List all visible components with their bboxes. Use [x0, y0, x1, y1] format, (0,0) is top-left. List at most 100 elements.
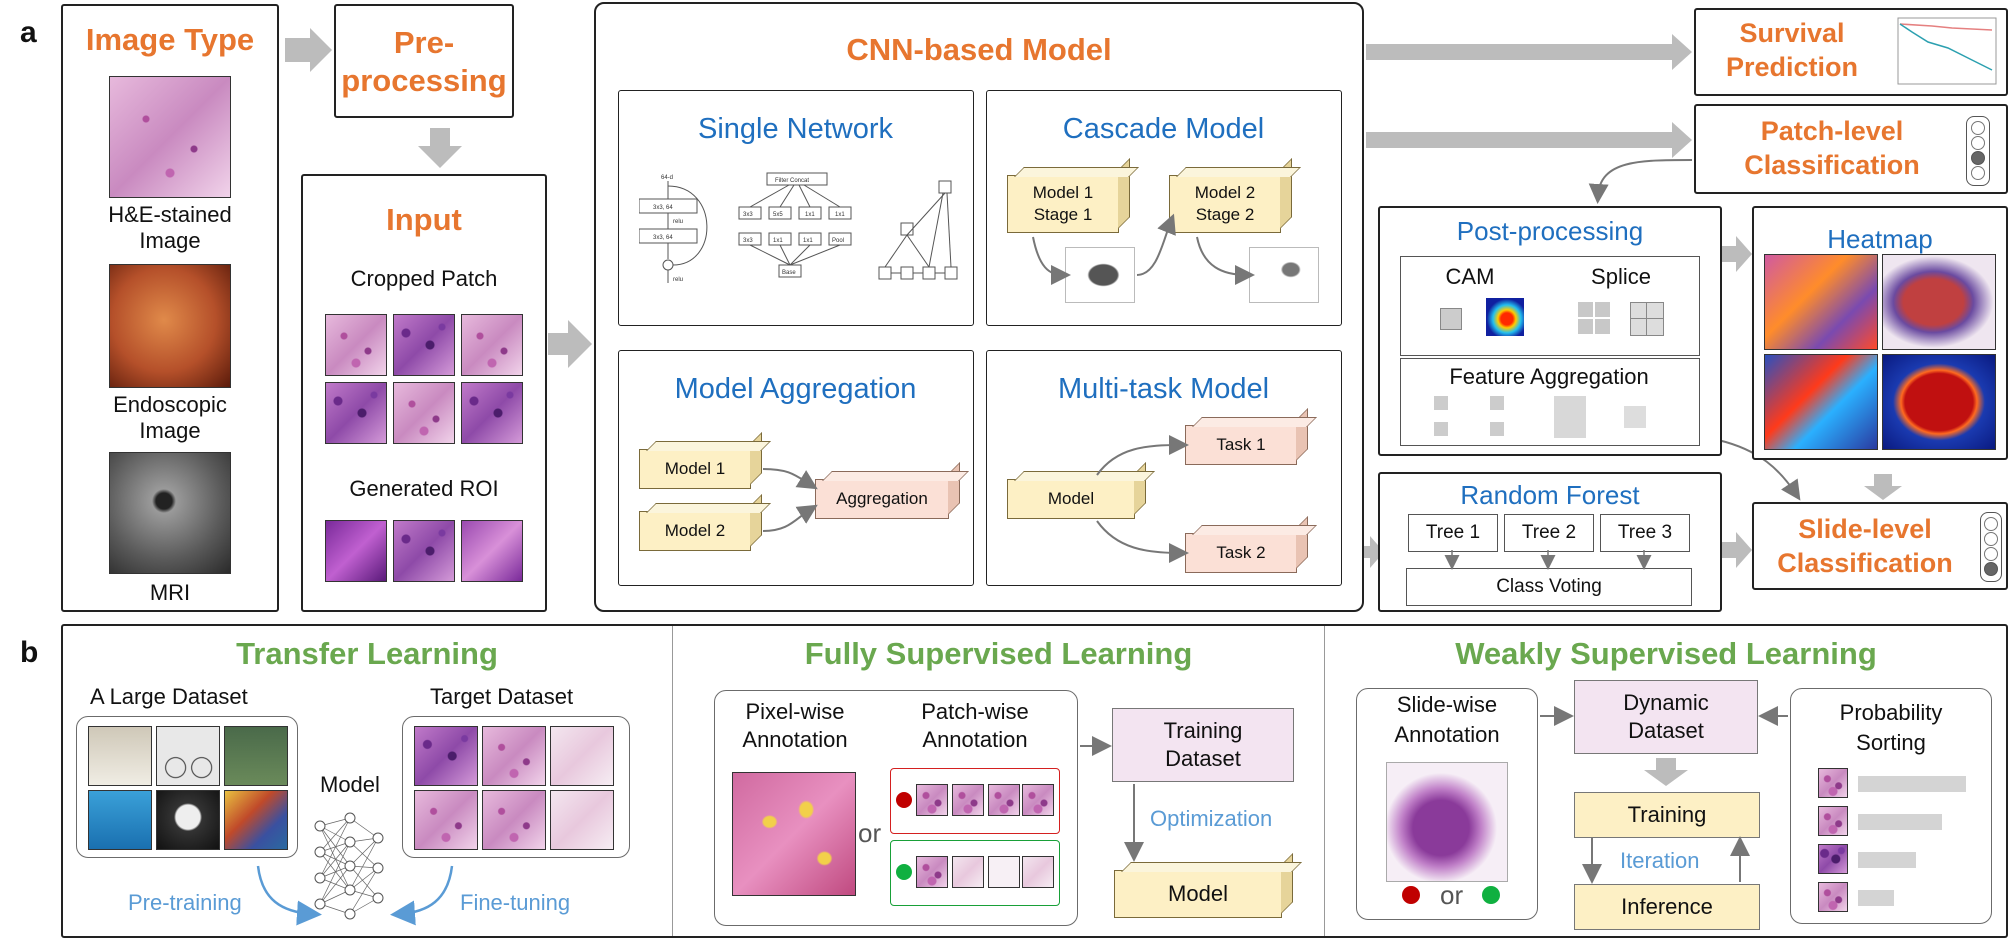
negative-patches-box: [890, 840, 1060, 906]
probability-sorting-label: Probability Sorting: [1839, 700, 1943, 755]
panel-label-a: a: [20, 16, 37, 49]
prob-bar-1: [1858, 776, 1966, 792]
slide-dot-1: [1984, 517, 1998, 531]
sn-label-k: 1x1: [773, 238, 783, 244]
prob-patch-2: [1818, 806, 1848, 836]
sn-label-g: 3x3: [743, 212, 753, 218]
arrow-pre-to-input: [418, 128, 462, 168]
patch-2: [393, 314, 455, 376]
feature-aggregation-panel: [1400, 358, 1700, 446]
patch-wise-label: Patch-wise Annotation: [921, 699, 1029, 752]
pos-patch-4: [1022, 784, 1054, 816]
arrow-cnn-to-survival: [1366, 34, 1692, 70]
panel-label-b: b: [20, 636, 39, 669]
cam-splice-panel: [1400, 256, 1700, 356]
multitask-model-box: Multi-task Model Model Task 1 Task 2: [986, 350, 1342, 586]
panel-b-divider-2: [1324, 626, 1325, 936]
sn-label-o: Base: [782, 270, 796, 276]
neg-patch-2: [952, 856, 984, 888]
mt-model-cube: Model: [1007, 479, 1135, 519]
slide-wise-label: Slide-wise Annotation: [1394, 692, 1500, 747]
survival-prediction-title: Survival Prediction: [1725, 18, 1859, 82]
pretraining-label: Pre-training: [128, 890, 242, 915]
preprocessing-box: Pre- processing: [334, 4, 514, 118]
indicator-dot-1: [1971, 121, 1985, 135]
single-network-diagram: 64-d 3x3, 64 relu 3x3, 64 relu Filter Co…: [639, 172, 958, 283]
slide-dot-3: [1984, 547, 1998, 561]
patch-6: [461, 382, 523, 444]
post-processing-title: Post-processing: [1456, 216, 1644, 246]
neg-patch-4: [1022, 856, 1054, 888]
cascade-mask-1: [1065, 247, 1135, 303]
pos-patch-2: [952, 784, 984, 816]
patch-5: [393, 382, 455, 444]
sn-label-h: 5x5: [773, 212, 783, 218]
cnn-model-box: CNN-based Model Single Network 64-d: [594, 2, 1364, 612]
cascade-arrows: [1032, 213, 1255, 285]
fully-model-cube: Model: [1114, 870, 1282, 918]
neural-network-icon: [314, 812, 384, 920]
optimization-label: Optimization: [1150, 806, 1273, 831]
training-dataset-box: Training Dataset: [1112, 708, 1294, 782]
patch-level-classification-box: Patch-level Classification: [1694, 104, 2008, 194]
splice-label: Splice: [1591, 264, 1651, 289]
pixel-wise-label: Pixel-wise Annotation: [742, 699, 848, 752]
sn-label-c: relu: [673, 219, 683, 225]
survival-prediction-box: Survival Prediction: [1694, 8, 2008, 96]
mt-task1-cube: Task 1: [1185, 425, 1297, 465]
arrow-heatmap-to-slide: [1864, 474, 1902, 500]
weakly-supervised-title: Weakly Supervised Learning: [1455, 636, 1877, 671]
sn-label-d: 3x3, 64: [653, 235, 673, 241]
training-box: Training: [1574, 792, 1760, 838]
pos-patch-1: [916, 784, 948, 816]
endoscopic-label: Endoscopic Image: [113, 392, 227, 443]
aggregation-arrows: [762, 468, 818, 532]
heatmap-box: Heatmap: [1752, 206, 2008, 460]
dataset-img-animal: [224, 726, 288, 786]
splice-merged-icon: [1630, 302, 1664, 336]
cascade-model-box: Cascade Model Model 1 Stage 1 Model 2 St…: [986, 90, 1342, 326]
multitask-model-title: Multi-task Model: [1057, 373, 1270, 405]
target-img-6: [550, 790, 614, 850]
dynamic-dataset-box: Dynamic Dataset: [1574, 680, 1758, 754]
prob-patch-4: [1818, 882, 1848, 912]
model-aggregation-box: Model Aggregation Model 1 Model 2 Aggreg…: [618, 350, 974, 586]
mri-label: MRI: [149, 580, 191, 605]
sn-label-a: 64-d: [661, 175, 673, 181]
input-box: Input Cropped Patch Generated ROI: [301, 174, 547, 612]
transfer-model-label: Model: [320, 772, 380, 797]
tree-2-box: Tree 2: [1504, 514, 1594, 552]
arrow-imagetype-to-pre: [285, 28, 332, 72]
single-network-box: Single Network 64-d 3x3, 64 relu: [618, 90, 974, 326]
patch-level-indicator-icon: [1966, 116, 1990, 186]
arrow-post-to-slide: [1717, 439, 1801, 501]
heatmap-image-1: [1764, 254, 1878, 350]
target-img-5: [482, 790, 546, 850]
dataset-img-dog: [88, 726, 152, 786]
sn-label-m: Pool: [832, 238, 844, 244]
prob-patch-1: [1818, 768, 1848, 798]
prob-patch-3: [1818, 844, 1848, 874]
weakly-green-dot: [1482, 886, 1500, 904]
agg-model2-cube: Model 2: [639, 511, 751, 551]
agg-aggregation-cube: Aggregation: [815, 479, 949, 519]
mt-task2-cube: Task 2: [1185, 533, 1297, 573]
sn-label-e: relu: [673, 277, 683, 283]
random-forest-box: Random Forest Tree 1 Tree 2 Tree 3 Class…: [1378, 472, 1722, 612]
patch-4: [325, 382, 387, 444]
red-dot: [896, 792, 912, 808]
iteration-label: Iteration: [1620, 848, 1700, 873]
slide-level-classification-box: Slide-level Classification: [1752, 502, 2008, 590]
he-stained-image: [109, 76, 231, 198]
transfer-learning-title: Transfer Learning: [236, 636, 498, 671]
image-type-title: Image Type: [85, 22, 255, 57]
slide-dot-4: [1984, 562, 1998, 576]
feature-aggregation-label: Feature Aggregation: [1449, 364, 1649, 389]
prob-bar-4: [1858, 890, 1894, 906]
heatmap-image-2: [1882, 254, 1996, 350]
pos-patch-3: [988, 784, 1020, 816]
arrow-input-to-cnn: [548, 320, 592, 368]
tree-1-box: Tree 1: [1408, 514, 1498, 552]
single-network-title: Single Network: [697, 113, 894, 145]
